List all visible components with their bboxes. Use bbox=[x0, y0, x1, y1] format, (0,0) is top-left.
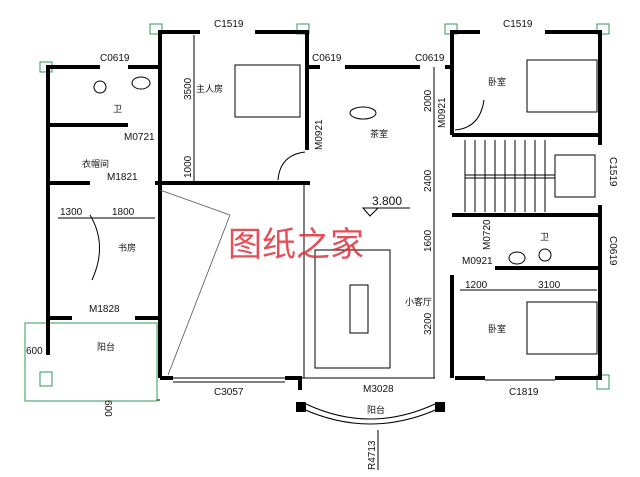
bed-bedroom-top bbox=[526, 59, 598, 113]
door-m0921-bedroom: M0921 bbox=[437, 97, 448, 128]
door-labels: M0721 M1821 M1828 M0921 M0921 M0921 M072… bbox=[89, 97, 493, 395]
coffee-table bbox=[349, 284, 369, 334]
sofa-set bbox=[314, 249, 391, 369]
dim-radius: R4713 bbox=[367, 440, 378, 470]
toilet-left bbox=[93, 80, 107, 94]
door-swing-master bbox=[277, 151, 306, 181]
elevation-label: 3.800 bbox=[372, 194, 402, 208]
furniture bbox=[89, 59, 598, 369]
door-m0921-master: M0921 bbox=[314, 119, 325, 150]
label-balcony-left: 阳台 bbox=[97, 341, 115, 353]
door-m3028: M3028 bbox=[363, 384, 394, 395]
window-c1519-master: C1519 bbox=[214, 19, 244, 30]
window-c0619-bath: C0619 bbox=[100, 53, 130, 64]
study-desk bbox=[89, 214, 101, 281]
dim-600-v: 600 bbox=[102, 400, 113, 417]
tea-table bbox=[349, 106, 377, 120]
door-m0921-bottom: M0921 bbox=[462, 256, 493, 267]
label-bedroom-bottom: 卧室 bbox=[488, 323, 506, 335]
sink-left bbox=[131, 76, 151, 90]
door-m1828: M1828 bbox=[89, 304, 120, 315]
dim-1600: 1600 bbox=[423, 229, 434, 252]
door-m0721: M0721 bbox=[124, 132, 155, 143]
dim-1800: 1800 bbox=[112, 207, 135, 218]
dim-3100: 3100 bbox=[538, 280, 561, 291]
label-small-living: 小客厅 bbox=[405, 296, 432, 308]
bed-bedroom-bottom bbox=[526, 301, 598, 355]
window-c0619-bath-right: C0619 bbox=[607, 236, 618, 266]
sink-right bbox=[508, 251, 526, 265]
dim-2400: 2400 bbox=[423, 169, 434, 192]
label-bedroom-top: 卧室 bbox=[488, 76, 506, 88]
label-master-bedroom: 主人房 bbox=[196, 83, 223, 95]
dim-3500: 3500 bbox=[183, 77, 194, 100]
label-tea-room: 茶室 bbox=[370, 128, 388, 140]
door-m1821: M1821 bbox=[107, 172, 138, 183]
door-swing-bedroom bbox=[454, 99, 485, 131]
staircase bbox=[464, 140, 596, 212]
walls bbox=[46, 30, 602, 412]
label-balcony-front: 阳台 bbox=[367, 404, 385, 416]
dim-1300: 1300 bbox=[60, 207, 83, 218]
window-c0619-tea-left: C0619 bbox=[312, 53, 342, 64]
label-walk-in-closet: 衣帽间 bbox=[82, 158, 109, 170]
bed-master bbox=[234, 64, 301, 118]
room-labels: 主人房 卫 衣帽间 书房 阳台 茶室 卧室 卫 小客厅 卧室 阳台 bbox=[82, 76, 549, 416]
window-c1819: C1819 bbox=[509, 387, 539, 398]
label-bath-left: 卫 bbox=[113, 105, 122, 115]
window-c1519-stair: C1519 bbox=[607, 157, 618, 187]
window-c1519-bedroom: C1519 bbox=[503, 19, 533, 30]
dim-600-h: 600 bbox=[26, 346, 43, 357]
elevation-marker: 3.800 bbox=[361, 194, 410, 217]
toilet-right bbox=[538, 248, 552, 262]
window-c3057: C3057 bbox=[214, 387, 244, 398]
label-study: 书房 bbox=[118, 242, 136, 254]
dim-3200: 3200 bbox=[423, 312, 434, 335]
dim-1000: 1000 bbox=[183, 155, 194, 178]
watermark: 图纸之家 bbox=[228, 225, 364, 265]
door-m0720: M0720 bbox=[482, 219, 493, 250]
window-c0619-tea-right: C0619 bbox=[415, 53, 445, 64]
balcony-arc bbox=[300, 403, 441, 470]
label-bath-right: 卫 bbox=[540, 233, 549, 243]
dim-2000: 2000 bbox=[423, 89, 434, 112]
dim-1200: 1200 bbox=[465, 280, 488, 291]
dimension-labels: 3500 1000 1300 1800 600 600 2000 2400 16… bbox=[26, 35, 597, 470]
window-labels: C1519 C0619 C0619 C0619 C1519 C1519 C061… bbox=[100, 19, 618, 398]
